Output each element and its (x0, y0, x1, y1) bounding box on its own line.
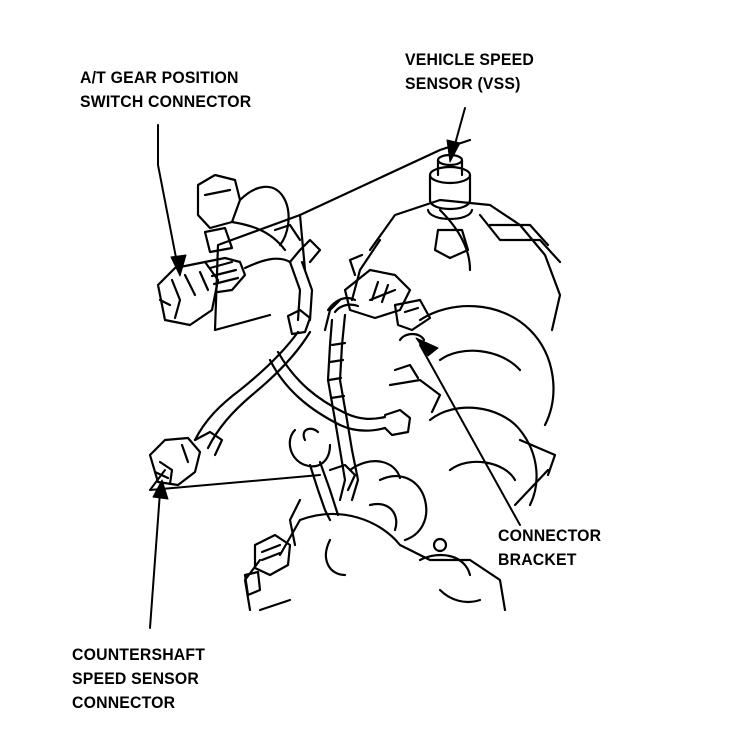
label-vehicle-speed-sensor: VEHICLE SPEED SENSOR (VSS) (405, 48, 534, 96)
label-countershaft-connector: COUNTERSHAFT SPEED SENSOR CONNECTOR (72, 643, 205, 715)
label-countershaft-line2: SPEED SENSOR (72, 669, 200, 688)
label-vss-line2: SENSOR (VSS) (405, 74, 521, 93)
lower-connector (243, 533, 292, 597)
arrow-bracket (415, 337, 439, 357)
label-connector-bracket: CONNECTOR BRACKET (498, 524, 601, 572)
label-bracket-line2: BRACKET (498, 550, 577, 569)
label-gear-switch-line1: A/T GEAR POSITION (80, 68, 239, 87)
leader-lines (149, 107, 521, 629)
gear-switch-connector (156, 173, 247, 327)
label-countershaft-line3: CONNECTOR (72, 693, 176, 712)
label-gear-switch-line2: SWITCH CONNECTOR (80, 92, 252, 111)
wiring-harness (193, 185, 412, 547)
connector-bracket-assembly (323, 253, 432, 342)
label-gear-switch-connector: A/T GEAR POSITION SWITCH CONNECTOR (80, 66, 251, 114)
arrowheads (152, 139, 461, 500)
arrow-gear-switch (170, 254, 187, 277)
label-countershaft-line1: COUNTERSHAFT (72, 645, 206, 664)
label-bracket-line1: CONNECTOR (498, 526, 602, 545)
label-vss-line1: VEHICLE SPEED (405, 50, 534, 69)
vss-sensor (426, 153, 474, 260)
arrow-vss (446, 139, 461, 163)
mounting-plate (213, 138, 472, 332)
arrow-countershaft (152, 479, 169, 500)
